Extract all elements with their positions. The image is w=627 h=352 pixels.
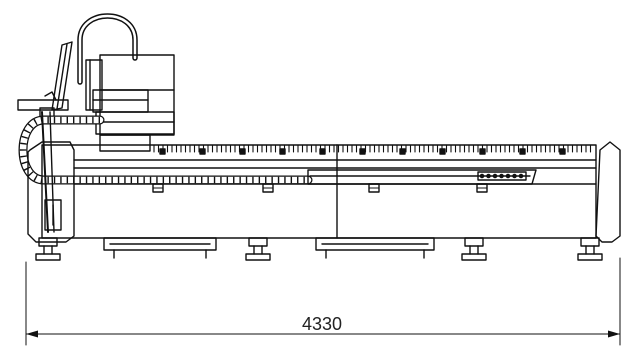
indicator-dot — [486, 173, 491, 179]
control-arm — [17, 41, 73, 119]
slat-clamp — [319, 148, 326, 155]
indicator-dot — [518, 173, 524, 179]
slat-clamp — [399, 148, 406, 155]
foot-pad — [245, 253, 271, 261]
slat-clamp — [519, 148, 526, 155]
indicator-dot — [512, 173, 517, 179]
pallet-tray-right — [315, 237, 435, 259]
vertical-cable — [41, 111, 62, 233]
foot-pad — [577, 253, 603, 261]
gantry-cable-loop — [77, 13, 138, 85]
cutting-head-assembly — [85, 54, 175, 152]
machine-bed — [27, 141, 621, 243]
bed-slats — [153, 144, 592, 155]
dimension-arrow-right — [608, 330, 620, 338]
slat-clamp — [559, 148, 566, 155]
foot-block — [38, 237, 58, 247]
indicator-dot — [492, 173, 498, 179]
foot-pad — [461, 253, 487, 261]
pallet-tray-left — [103, 237, 217, 259]
leveling-feet — [35, 237, 603, 261]
slat-clamp — [199, 148, 206, 155]
slat-clamp — [279, 148, 286, 155]
foot-pad — [35, 253, 61, 261]
slat-clamp — [239, 148, 246, 155]
indicator-dot — [499, 173, 504, 179]
foot-block — [580, 237, 600, 247]
overall-length-label: 4330 — [302, 314, 342, 334]
overall-dimension: 4330 — [25, 257, 621, 346]
foot-block — [248, 237, 268, 247]
foot-block — [464, 237, 484, 247]
indicator-dot — [479, 173, 485, 179]
drag-chain — [18, 115, 313, 185]
rail-brackets — [152, 183, 488, 193]
slat-clamp — [359, 148, 366, 155]
indicator-dot — [505, 173, 511, 179]
slat-clamp — [159, 148, 166, 155]
dimension-arrow-left — [26, 330, 38, 338]
slat-clamp — [439, 148, 446, 155]
slat-clamp — [479, 148, 486, 155]
